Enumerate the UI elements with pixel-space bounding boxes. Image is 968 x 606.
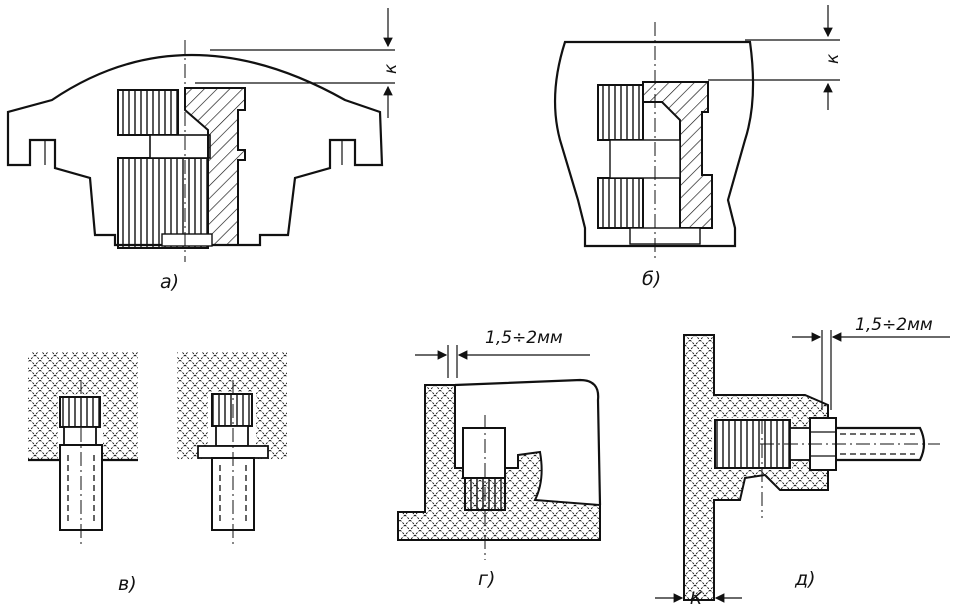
insert-section-b	[642, 81, 713, 229]
knurl-v1	[59, 396, 101, 428]
view-g: 1,5÷2мм г)	[397, 328, 602, 590]
label-g: г)	[478, 568, 495, 590]
view-b: к б)	[553, 5, 843, 290]
knob-body-a	[6, 54, 384, 247]
knurl-lower-b	[597, 177, 644, 229]
label-d: д)	[794, 568, 816, 590]
knurl-v2	[211, 393, 253, 427]
label-a: a)	[160, 271, 179, 293]
knurl-lower-a	[117, 157, 209, 249]
knurl-upper-b	[597, 84, 644, 141]
dim-gap-label-d: 1,5÷2мм	[855, 315, 933, 335]
label-b: б)	[642, 268, 661, 290]
dim-k-label-b: к	[823, 53, 843, 64]
dim-k-label-a: к	[381, 63, 401, 74]
view-v: в)	[28, 352, 287, 595]
dim-k-label-d: К	[690, 589, 703, 606]
view-d: 1,5÷2мм К д)	[655, 315, 950, 606]
knurl-upper-a	[117, 89, 179, 136]
view-a: к a)	[6, 8, 401, 293]
dim-gap-label-g: 1,5÷2мм	[485, 328, 563, 348]
housing-section-g	[397, 384, 601, 541]
label-v: в)	[118, 573, 137, 595]
insert-section-a	[184, 87, 246, 246]
